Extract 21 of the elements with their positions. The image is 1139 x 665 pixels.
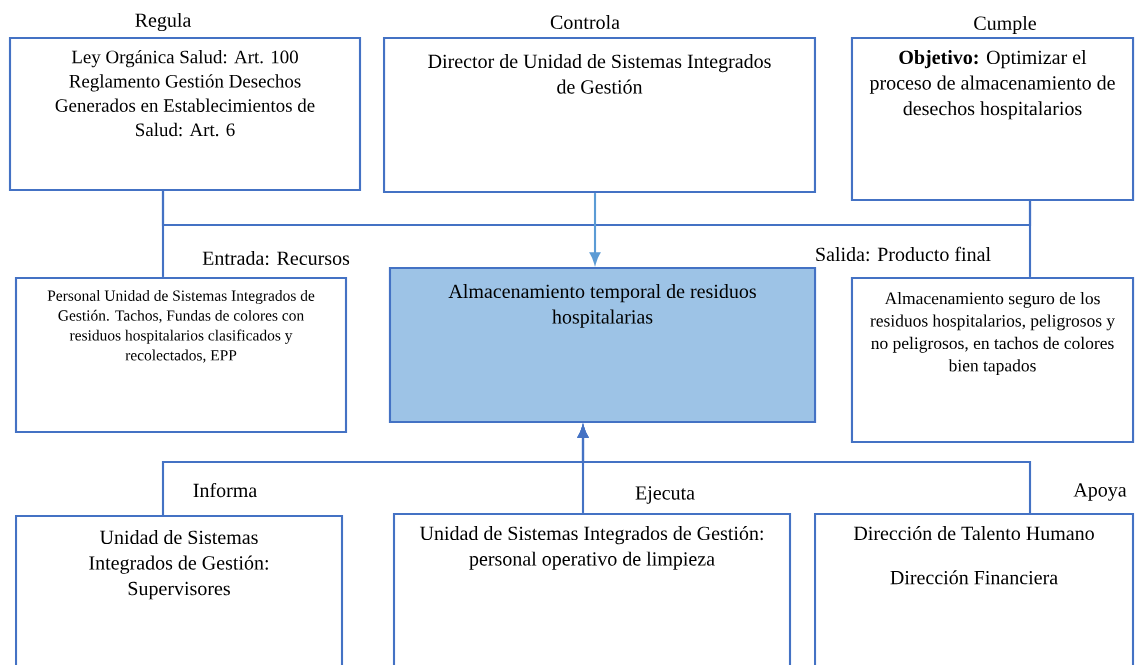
process-box: Unidad de Sistemas Integrados de Gestión: Supervisores (14, 514, 344, 665)
relation-label: Regula (135, 12, 192, 32)
relation-label: Entrada: Recursos (202, 250, 350, 266)
connector (589, 193, 601, 264)
relation-label: Controla (550, 15, 620, 30)
connector (161, 191, 1032, 227)
process-box: Unidad de Sistemas Integrados de Gestión: personal operativo de limpieza (392, 512, 792, 665)
process-box: Almacenamiento temporal de residuos hospitalarias (388, 266, 817, 424)
relation-label: Ejecuta (635, 486, 695, 504)
process-box: Almacenamiento seguro de los residuos hospitalarios, peligrosos y no peligrosos, en tachos de colores bien tapados (850, 276, 1135, 444)
process-box: Objetivo: Optimizar el proceso de almacenamiento de desechos hospitalarios (850, 36, 1135, 202)
relation-label: Informa (193, 482, 257, 498)
connector (577, 426, 1032, 513)
process-box: Director de Unidad de Sistemas Integrados de Gestión (382, 36, 817, 194)
relation-label: Cumple (974, 15, 1036, 35)
process-box: Dirección de Talento Humano Dirección Financiera (813, 512, 1135, 665)
relation-label: Salida: Producto final (816, 246, 991, 262)
process-box: Ley Orgánica Salud: Art. 100 Reglamento Gestión Desechos Generados en Establecimientos de Salud: Art. 6 (8, 36, 362, 192)
process-box: Personal Unidad de Sistemas Integrados de Gestión. Tachos, Fundas de colores con residuos hospitalarios clasificados y recolectados, EPP (14, 276, 348, 434)
connector (1028, 201, 1032, 277)
relation-label: Apoya (1073, 483, 1127, 501)
